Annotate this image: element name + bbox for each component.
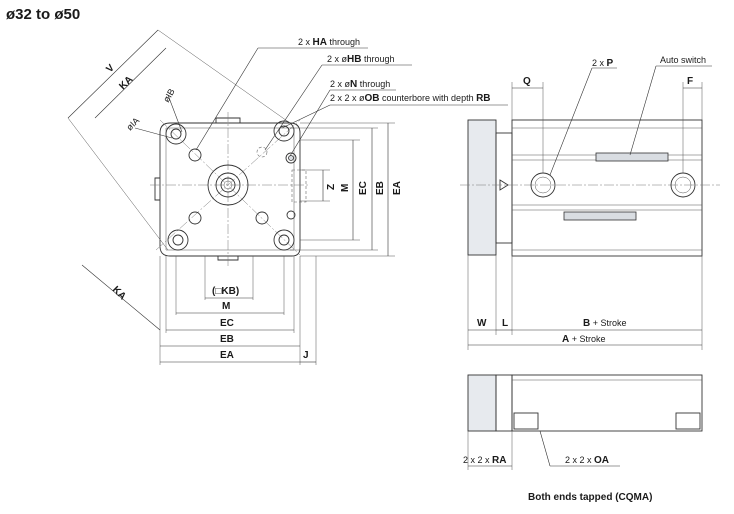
rod-end-outer: [207, 164, 249, 206]
dim-f: F: [687, 76, 693, 87]
callout-auto-switch: Auto switch: [660, 55, 706, 65]
dim-ka-bottom: KA: [110, 284, 128, 302]
auto-switch-top: [595, 152, 669, 162]
dim-ka-top: KA: [117, 74, 135, 92]
dim-v: V: [104, 62, 117, 75]
dim-a-stroke: A + Stroke: [562, 334, 606, 345]
side-view: [460, 65, 720, 350]
dim-ea-bottom: EA: [220, 350, 234, 361]
dim-ec-bottom: EC: [220, 318, 234, 329]
dim-m-right: M: [340, 184, 351, 192]
rod-thread: [220, 177, 236, 193]
dim-ea-right: EA: [392, 181, 403, 195]
side-plate: [467, 119, 497, 256]
dim-kb: (□KB): [212, 286, 239, 297]
dim-l: L: [502, 318, 508, 329]
dim-ec-right: EC: [358, 181, 369, 195]
dim-q: Q: [523, 76, 531, 87]
mount-hole-tr: [273, 120, 295, 142]
dim-ib: øIB: [161, 87, 177, 104]
callout-p: 2 x P: [592, 58, 614, 69]
callout-ra: 2 x 2 x RA: [463, 455, 506, 466]
dim-j: J: [303, 350, 309, 361]
callout-ha: 2 x HA through: [298, 37, 360, 48]
side-body: [511, 119, 703, 257]
dim-m-bottom: M: [222, 301, 230, 312]
dim-z: Z: [326, 184, 337, 190]
dim-w: W: [477, 318, 487, 329]
dim-eb-right: EB: [375, 181, 386, 195]
dim-eb-bottom: EB: [220, 334, 234, 345]
dim-ia: øIA: [124, 115, 141, 132]
callout-oa: 2 x 2 x OA: [565, 455, 609, 466]
callout-ob: 2 x 2 x øOB counterbore with depth RB: [330, 93, 491, 104]
mount-hole-br: [273, 229, 295, 251]
mount-hole-tl: [165, 123, 187, 145]
dim-b-stroke: B + Stroke: [583, 318, 627, 329]
front-view: [67, 29, 508, 365]
auto-switch-bottom: [563, 211, 637, 221]
callout-n: 2 x øN through: [330, 79, 390, 90]
bottom-view: [467, 374, 703, 470]
callout-hb: 2 x øHB through: [327, 54, 395, 65]
bottom-view-caption: Both ends tapped (CQMA): [528, 492, 652, 503]
front-body-outline: [159, 122, 301, 257]
page-title: ø32 to ø50: [6, 6, 81, 23]
mount-hole-bl: [167, 229, 189, 251]
